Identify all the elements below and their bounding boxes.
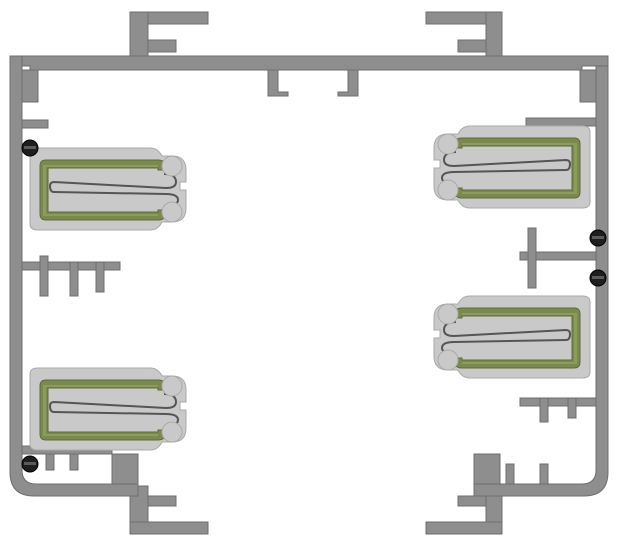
bottom-left-flange (129, 485, 209, 535)
conductor-slot-middle-right (433, 295, 591, 379)
top-left-flange (129, 11, 209, 59)
conductor-slot-bottom-left (29, 367, 187, 451)
top-right-flange (425, 11, 503, 59)
screw-right-upper (589, 229, 607, 247)
housing-frame (9, 55, 609, 497)
conductor-slot-top-left (29, 147, 187, 231)
conductor-slot-top-right (433, 125, 591, 209)
bottom-right-flange (425, 485, 503, 535)
screw-top-left (21, 139, 39, 157)
screw-bottom-left (21, 455, 39, 473)
screw-right-lower (589, 269, 607, 287)
